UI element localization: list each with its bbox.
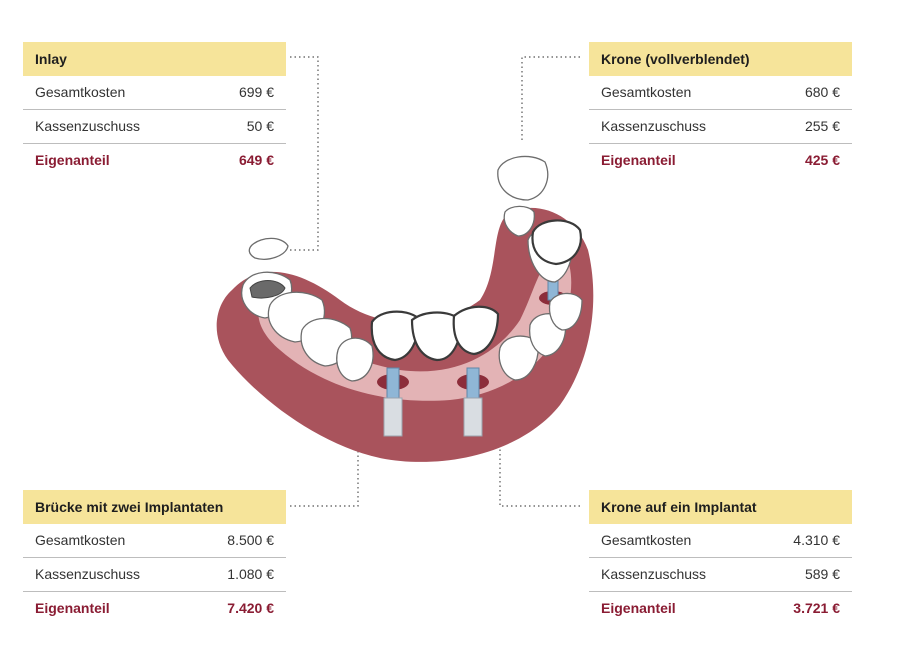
row-eigenanteil: Eigenanteil 7.420 € xyxy=(23,592,286,625)
row-gesamtkosten: Gesamtkosten 8.500 € xyxy=(23,524,286,558)
leader-line-inlay xyxy=(290,56,319,251)
row-value: 1.080 € xyxy=(227,566,274,582)
row-label: Kassenzuschuss xyxy=(35,118,141,134)
row-gesamtkosten: Gesamtkosten 4.310 € xyxy=(589,524,852,558)
row-kassenzuschuss: Kassenzuschuss 589 € xyxy=(589,558,852,592)
implant-left xyxy=(383,367,403,437)
row-kassenzuschuss: Kassenzuschuss 50 € xyxy=(23,110,286,144)
crown-loose xyxy=(497,155,549,201)
row-label: Kassenzuschuss xyxy=(35,566,141,582)
row-gesamtkosten: Gesamtkosten 680 € xyxy=(589,76,852,110)
row-label: Eigenanteil xyxy=(601,600,676,616)
box-title: Krone (vollverblendet) xyxy=(589,42,852,76)
crown-on-implant xyxy=(531,219,582,266)
inlay-filling xyxy=(249,280,286,299)
leader-line-bruecke xyxy=(290,440,359,507)
row-value: 699 € xyxy=(238,84,274,100)
row-eigenanteil: Eigenanteil 649 € xyxy=(23,144,286,177)
row-label: Eigenanteil xyxy=(601,152,676,168)
row-label: Eigenanteil xyxy=(35,600,110,616)
row-value: 8.500 € xyxy=(227,532,274,548)
row-kassenzuschuss: Kassenzuschuss 255 € xyxy=(589,110,852,144)
row-value: 7.420 € xyxy=(227,600,274,616)
row-label: Gesamtkosten xyxy=(601,84,692,100)
box-title: Krone auf ein Implantat xyxy=(589,490,852,524)
row-value: 425 € xyxy=(804,152,840,168)
row-eigenanteil: Eigenanteil 3.721 € xyxy=(589,592,852,625)
bridge xyxy=(370,305,500,362)
row-value: 50 € xyxy=(246,118,274,134)
row-gesamtkosten: Gesamtkosten 699 € xyxy=(23,76,286,110)
row-label: Eigenanteil xyxy=(35,152,110,168)
row-value: 255 € xyxy=(804,118,840,134)
row-label: Gesamtkosten xyxy=(35,532,126,548)
row-label: Kassenzuschuss xyxy=(601,118,707,134)
implant-right xyxy=(463,367,483,437)
row-value: 4.310 € xyxy=(793,532,840,548)
leader-lines xyxy=(290,56,580,507)
row-label: Gesamtkosten xyxy=(35,84,126,100)
row-kassenzuschuss: Kassenzuschuss 1.080 € xyxy=(23,558,286,592)
inlay-piece xyxy=(248,237,289,260)
row-value: 3.721 € xyxy=(793,600,840,616)
row-value: 680 € xyxy=(804,84,840,100)
cost-box-inlay: Inlay Gesamtkosten 699 € Kassenzuschuss … xyxy=(23,42,286,177)
row-value: 589 € xyxy=(804,566,840,582)
row-value: 649 € xyxy=(238,152,274,168)
row-eigenanteil: Eigenanteil 425 € xyxy=(589,144,852,177)
cost-box-implantat: Krone auf ein Implantat Gesamtkosten 4.3… xyxy=(589,490,852,625)
row-label: Gesamtkosten xyxy=(601,532,692,548)
leader-line-krone xyxy=(521,56,580,140)
row-label: Kassenzuschuss xyxy=(601,566,707,582)
box-title: Brücke mit zwei Implantaten xyxy=(23,490,286,524)
cost-box-bruecke: Brücke mit zwei Implantaten Gesamtkosten… xyxy=(23,490,286,625)
cost-box-krone: Krone (vollverblendet) Gesamtkosten 680 … xyxy=(589,42,852,177)
box-title: Inlay xyxy=(23,42,286,76)
